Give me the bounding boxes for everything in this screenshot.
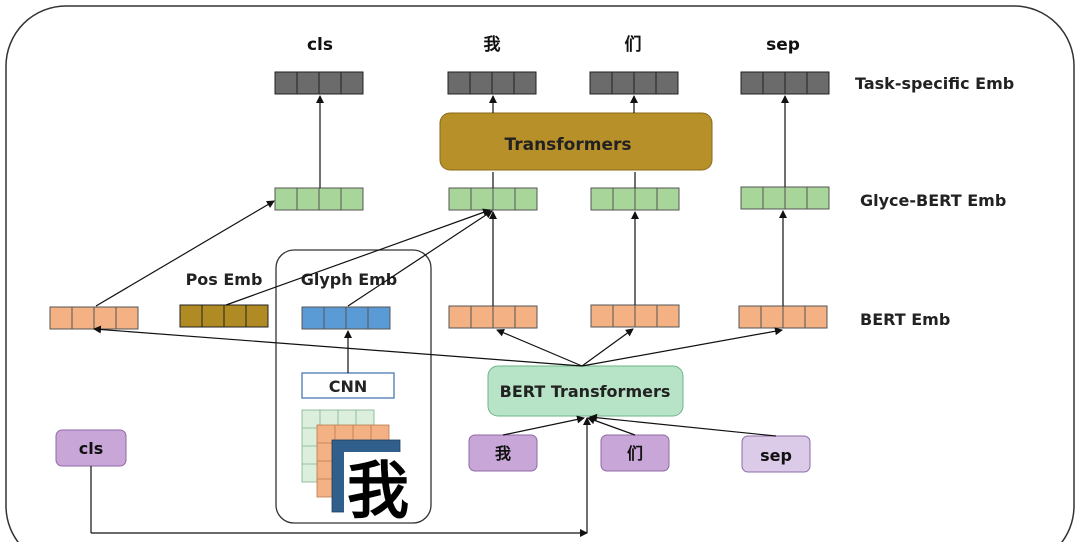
label-bert-emb: BERT Emb	[860, 310, 950, 329]
arrow-pos-glyce-wo	[225, 208, 491, 306]
glyce-emb-cls	[274, 187, 364, 211]
input-token-cls-label: cls	[79, 439, 104, 458]
bert-emb-wo	[448, 305, 538, 329]
label-glyph-emb: Glyph Emb	[301, 270, 398, 289]
bert-emb-sep	[738, 305, 828, 329]
label-glyce-bert-emb: Glyce-BERT Emb	[860, 191, 1006, 210]
task-emb-sep	[740, 71, 830, 95]
glyce-emb-wo	[448, 187, 538, 211]
glyph-image-stack	[301, 409, 410, 520]
task-emb-cls	[274, 71, 364, 95]
arrow-input-sep	[589, 413, 777, 437]
arrow-berttr-sep	[581, 327, 783, 367]
top-token-men: 们	[625, 34, 642, 55]
glyph-character: 我	[347, 454, 409, 527]
task-emb-wo	[447, 71, 537, 95]
label-task-specific-emb: Task-specific Emb	[855, 74, 1014, 93]
arrow-glyph-glyce-wo	[347, 210, 493, 307]
bert-transformers-block	[487, 365, 684, 417]
top-token-sep: sep	[766, 35, 800, 55]
input-token-sep-label: sep	[760, 446, 792, 465]
glyce-emb-sep	[740, 186, 830, 210]
top-token-wo: 我	[484, 35, 501, 55]
pos-emb	[179, 304, 269, 328]
transformers-label: Transformers	[504, 135, 631, 155]
arrow-berttr-men	[581, 328, 634, 367]
bert-emb-men	[590, 304, 680, 328]
arrow-berttr-wo	[496, 329, 583, 367]
glyph-group-box	[275, 249, 432, 524]
bert-emb-cls	[49, 306, 139, 330]
input-token-wo-label: 我	[495, 444, 511, 463]
glyph-emb	[301, 306, 391, 330]
label-pos-emb: Pos Emb	[186, 270, 263, 289]
glyce-emb-men	[590, 187, 680, 211]
arrow-input-wo	[502, 415, 585, 436]
bert-transformers-label: BERT Transformers	[500, 382, 671, 401]
arrow-bert-glyce-cls	[95, 200, 275, 307]
arrow-berttr-cls	[93, 325, 583, 367]
top-token-cls: cls	[307, 35, 333, 55]
outer-frame	[5, 5, 1075, 542]
task-emb-men	[589, 71, 679, 95]
cnn-label: CNN	[329, 377, 368, 396]
glyph-character-panel	[344, 452, 410, 520]
transformers-block	[439, 112, 713, 171]
arrows	[90, 95, 789, 537]
cnn-box	[301, 372, 395, 399]
input-token-men-label: 们	[627, 444, 643, 463]
